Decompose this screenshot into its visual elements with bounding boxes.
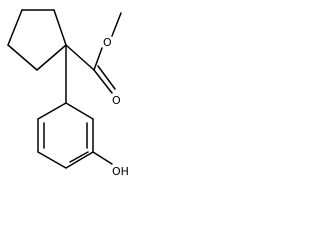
ring-bond <box>7 9 23 46</box>
carbonyl-double-bond <box>93 65 116 94</box>
ring-bond <box>36 44 67 71</box>
c-o-single-bond <box>93 47 103 71</box>
benzene-ring <box>37 102 94 169</box>
o-methyl-bond <box>111 12 122 37</box>
ring-bond <box>53 9 67 46</box>
c-oh-bond <box>92 151 113 165</box>
hydroxyl-label: OH <box>112 165 129 178</box>
ring-bond <box>7 44 38 71</box>
cyclopentane-ring <box>7 9 67 71</box>
c-c-bond <box>65 44 95 71</box>
chemical-structure: O O OH <box>7 9 129 178</box>
carbonyl-oxygen-label: O <box>112 94 121 107</box>
ester-oxygen-label: O <box>103 36 112 49</box>
